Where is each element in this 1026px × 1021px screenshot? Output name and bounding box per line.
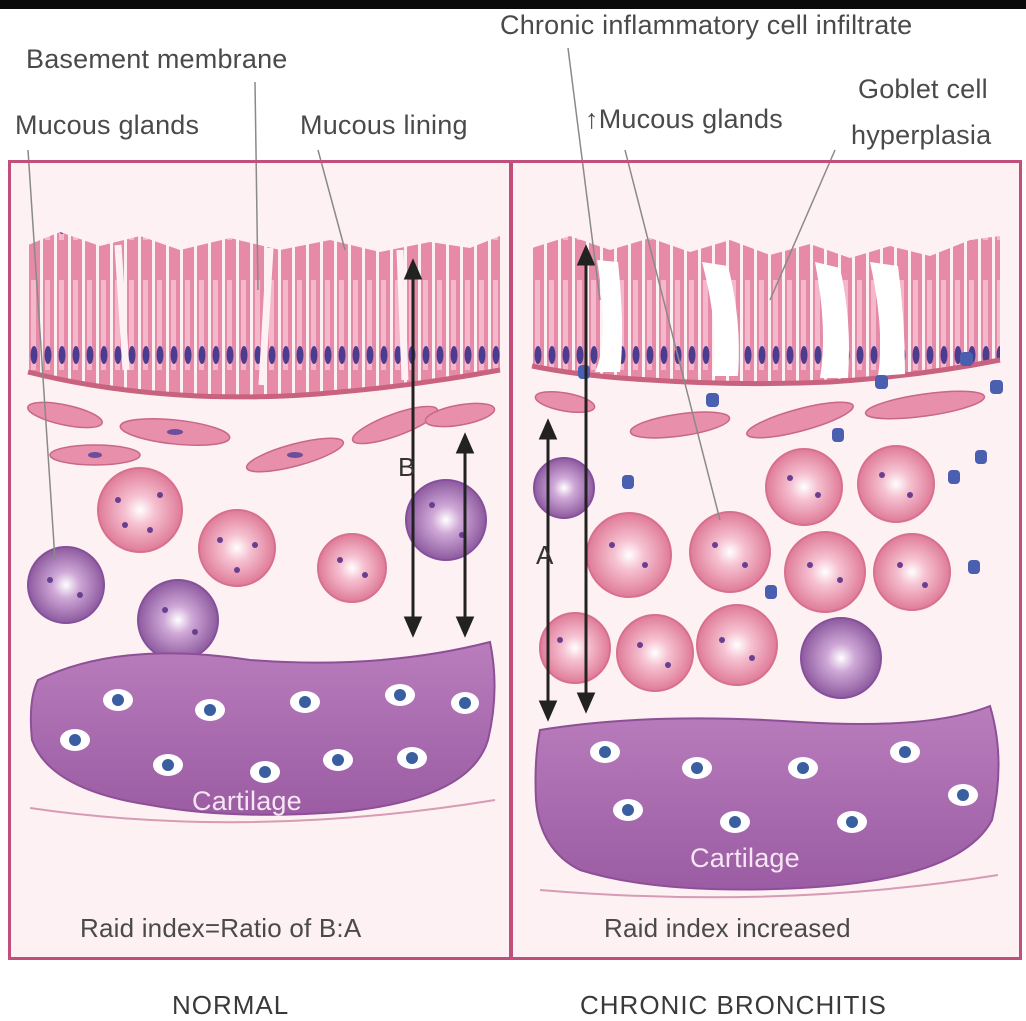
- right-panel-frame: [510, 160, 1022, 960]
- left-panel-frame: [8, 160, 512, 960]
- label-mucous-glands: Mucous glands: [15, 110, 199, 141]
- label-cartilage-left: Cartilage: [192, 786, 302, 817]
- label-goblet-cell: Goblet cell: [858, 74, 988, 105]
- label-cartilage-right: Cartilage: [690, 843, 800, 874]
- left-panel-caption: Raid index=Ratio of B:A: [80, 913, 361, 944]
- label-hyperplasia: hyperplasia: [851, 120, 991, 151]
- label-chronic-infiltrate: Chronic inflammatory cell infiltrate: [500, 10, 912, 41]
- marker-a: A: [536, 540, 554, 571]
- left-panel-title: NORMAL: [172, 990, 289, 1021]
- right-panel-caption: Raid index increased: [604, 913, 851, 944]
- label-increased-mucous-glands: ↑Mucous glands: [585, 104, 783, 135]
- label-mucous-lining: Mucous lining: [300, 110, 468, 141]
- label-basement-membrane: Basement membrane: [26, 44, 288, 75]
- right-panel-title: CHRONIC BRONCHITIS: [580, 990, 887, 1021]
- marker-b: B: [398, 452, 416, 483]
